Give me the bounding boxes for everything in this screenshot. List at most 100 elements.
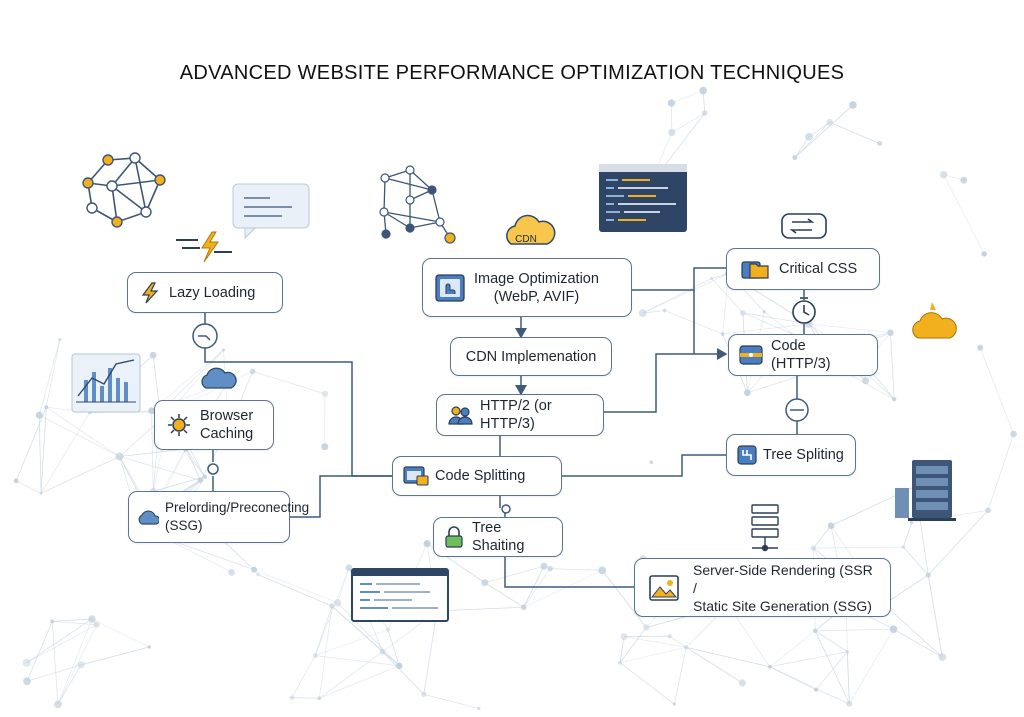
network-node bbox=[925, 572, 931, 578]
node-label: Image Optimization (WebP, AVIF) bbox=[474, 270, 599, 305]
network-link bbox=[808, 323, 891, 334]
network-link bbox=[423, 610, 438, 695]
network-link bbox=[883, 603, 943, 658]
network-graph-icon bbox=[383, 169, 451, 239]
network-link bbox=[38, 339, 61, 416]
network-link bbox=[319, 665, 400, 699]
node-label: Code (HTTP/3) bbox=[771, 338, 831, 372]
network-link bbox=[903, 546, 929, 576]
node-image-optimization[interactable]: Image Optimization (WebP, AVIF) bbox=[422, 258, 632, 317]
network-link bbox=[671, 90, 704, 104]
node-ssr[interactable]: Server-Side Rendering (SSR / Static Site… bbox=[634, 558, 891, 617]
analytics-chart-icon bbox=[71, 353, 141, 413]
network-node bbox=[50, 619, 55, 624]
chat-bubble-icon bbox=[232, 183, 310, 240]
node-label: Critical CSS bbox=[779, 261, 858, 277]
network-node bbox=[662, 308, 667, 313]
network-link bbox=[16, 480, 42, 494]
panel-icon bbox=[739, 345, 763, 365]
network-node bbox=[149, 351, 157, 359]
node-label: Prelording/Preconecting (SSG) bbox=[165, 500, 310, 533]
network-node bbox=[620, 633, 628, 641]
landscape-image-icon bbox=[649, 574, 679, 601]
network-link bbox=[722, 323, 809, 335]
network-link bbox=[119, 448, 187, 457]
node-code-http3[interactable]: Code (HTTP/3) bbox=[728, 334, 878, 376]
network-link bbox=[619, 627, 647, 663]
network-link bbox=[57, 618, 93, 705]
network-link bbox=[815, 689, 850, 705]
network-link bbox=[314, 605, 333, 656]
network-link bbox=[883, 574, 929, 605]
network-node bbox=[333, 599, 342, 607]
node-cdn-implementation[interactable]: CDN Implemenation bbox=[450, 337, 612, 376]
network-link bbox=[57, 624, 98, 705]
node-code-splitting[interactable]: Code Splitting bbox=[392, 456, 562, 496]
network-link bbox=[40, 412, 91, 494]
network-node bbox=[77, 661, 85, 669]
network-node bbox=[345, 564, 353, 572]
network-link bbox=[166, 538, 255, 571]
network-link bbox=[153, 476, 206, 492]
network-node bbox=[23, 677, 31, 686]
network-link bbox=[927, 510, 989, 576]
cloud-icon bbox=[137, 509, 159, 525]
network-link bbox=[794, 136, 810, 158]
node-tree-splitting[interactable]: Tree Spliting bbox=[726, 434, 856, 476]
network-link bbox=[814, 630, 848, 653]
network-link bbox=[619, 662, 675, 705]
network-link bbox=[52, 621, 97, 626]
network-node bbox=[887, 329, 894, 336]
node-preloading[interactable]: Prelording/Preconecting (SSG) bbox=[128, 491, 309, 543]
network-node bbox=[638, 309, 647, 317]
node-lazy-loading[interactable]: Lazy Loading bbox=[127, 272, 283, 313]
network-link bbox=[81, 646, 150, 666]
network-node bbox=[846, 700, 853, 707]
network-node bbox=[256, 572, 260, 577]
network-node bbox=[910, 521, 914, 525]
network-link bbox=[387, 629, 400, 666]
network-node bbox=[329, 603, 335, 609]
network-node bbox=[668, 128, 676, 136]
network-node bbox=[827, 522, 835, 530]
network-node bbox=[813, 628, 818, 634]
network-node bbox=[877, 141, 883, 147]
node-browser-caching[interactable]: Browser Caching bbox=[154, 400, 274, 450]
network-link bbox=[51, 621, 59, 705]
network-node bbox=[35, 411, 43, 419]
network-node bbox=[826, 118, 834, 126]
browser-window-icon bbox=[403, 466, 429, 486]
network-node bbox=[643, 624, 650, 631]
network-node bbox=[981, 251, 987, 257]
node-critical-css[interactable]: Critical CSS bbox=[726, 248, 880, 290]
network-link bbox=[623, 636, 687, 648]
network-node bbox=[317, 696, 322, 701]
node-http2[interactable]: HTTP/2 (or HTTP/3) bbox=[436, 394, 604, 436]
network-link bbox=[437, 606, 524, 612]
network-node bbox=[683, 645, 689, 650]
network-link bbox=[337, 602, 400, 667]
network-link bbox=[15, 407, 47, 481]
network-node bbox=[1010, 430, 1017, 438]
network-link bbox=[40, 407, 47, 494]
network-link bbox=[794, 104, 854, 158]
network-link bbox=[40, 456, 120, 494]
network-node bbox=[481, 579, 489, 587]
server-stack-icon bbox=[751, 504, 779, 552]
network-link bbox=[484, 582, 524, 608]
network-link bbox=[686, 646, 770, 668]
network-node bbox=[618, 660, 623, 665]
network-node bbox=[977, 344, 984, 351]
network-node bbox=[845, 649, 850, 654]
network-node bbox=[762, 309, 766, 314]
network-link bbox=[815, 628, 894, 632]
network-node bbox=[93, 621, 100, 628]
network-link bbox=[319, 651, 383, 699]
network-node bbox=[58, 337, 62, 342]
network-node bbox=[938, 653, 947, 662]
network-node bbox=[421, 691, 427, 698]
network-node bbox=[13, 478, 19, 484]
network-link bbox=[619, 636, 625, 663]
node-tree-shaking[interactable]: Tree Shaiting bbox=[433, 517, 563, 557]
small-cloud-icon bbox=[201, 367, 237, 389]
